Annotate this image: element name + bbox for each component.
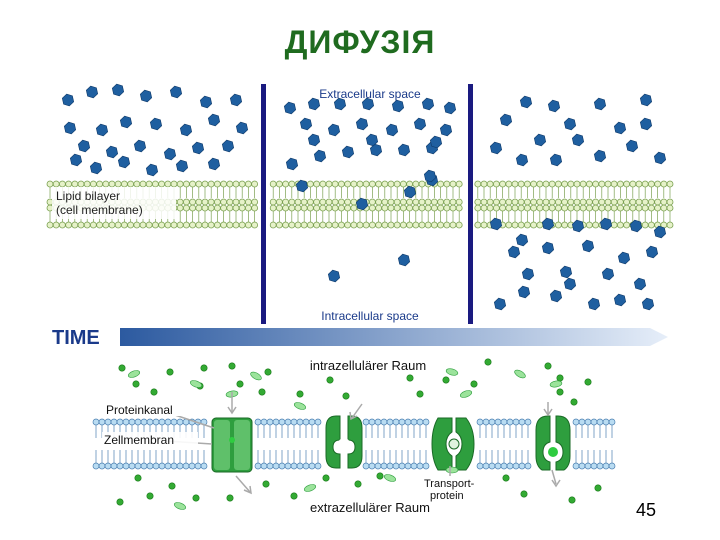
extracellular-space-label: Extracellular space <box>319 87 421 101</box>
time-label: TIME <box>52 327 100 349</box>
solute-molecules-bottom <box>116 358 602 510</box>
page-number: 45 <box>636 500 657 520</box>
cell-membrane-label-de: Zellmembran <box>104 433 174 447</box>
cell-membrane-bottom <box>92 418 616 470</box>
transport-protein-open-bottom <box>535 415 571 471</box>
transport-protein-closed <box>431 417 475 471</box>
time-arrow <box>120 328 668 346</box>
transport-protein-label-1: Transport- <box>424 478 475 490</box>
transport-protein-label-2: protein <box>430 490 464 502</box>
cell-membrane-label: (cell membrane) <box>56 203 143 217</box>
bottom-diagram: Proteinkanal Zellmembran intrazellulärer… <box>92 358 616 515</box>
extracellular-space-label-de: extrazellulärer Raum <box>310 500 430 515</box>
protein-channel-label: Proteinkanal <box>106 403 173 417</box>
intracellular-space-label-de: intrazellulärer Raum <box>310 358 426 373</box>
lipid-bilayer-label: Lipid bilayer <box>56 189 120 203</box>
solute-molecules-top <box>61 83 667 311</box>
transport-protein-open-top <box>325 415 363 469</box>
slide-title: ДИФУЗІЯ <box>284 24 436 60</box>
intracellular-space-label: Intracellular space <box>321 309 419 323</box>
stage-divider-2 <box>468 84 473 324</box>
stage-divider-1 <box>261 84 266 324</box>
top-diagram: Extracellular space Intracellular space … <box>46 83 674 349</box>
protein-channel <box>211 417 253 473</box>
